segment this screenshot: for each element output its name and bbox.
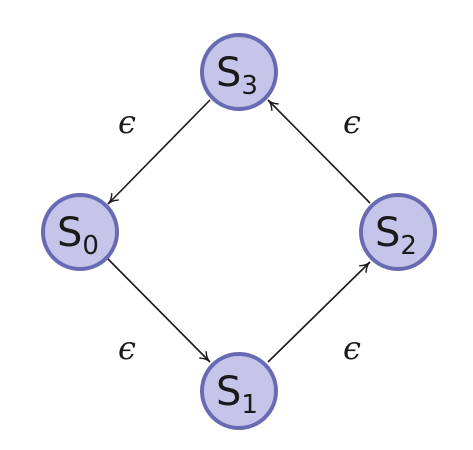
state-node-s1: S1 bbox=[200, 352, 278, 430]
edge-s3-s0 bbox=[107, 99, 211, 205]
edge-label-s1-s2: ϵ bbox=[343, 329, 361, 367]
edge-labels: ϵ ϵ ϵ ϵ bbox=[118, 103, 361, 367]
state-node-s2: S2 bbox=[359, 193, 437, 271]
state-node-s0: S0 bbox=[41, 193, 119, 271]
edge-s1-s2 bbox=[267, 261, 371, 363]
edges bbox=[107, 99, 371, 363]
state-node-s3: S3 bbox=[200, 33, 278, 111]
state-label-s3: S3 bbox=[216, 50, 258, 101]
state-label-s2: S2 bbox=[375, 210, 417, 261]
state-label-s1: S1 bbox=[216, 369, 258, 420]
nodes: S0 S1 S2 S3 bbox=[41, 33, 437, 430]
state-label-s0: S0 bbox=[57, 210, 99, 261]
edge-label-s2-s3: ϵ bbox=[343, 103, 361, 141]
edge-label-s0-s1: ϵ bbox=[118, 329, 136, 367]
edge-label-s3-s0: ϵ bbox=[118, 103, 136, 141]
edge-s0-s1 bbox=[107, 258, 211, 363]
edge-s2-s3 bbox=[267, 99, 371, 204]
